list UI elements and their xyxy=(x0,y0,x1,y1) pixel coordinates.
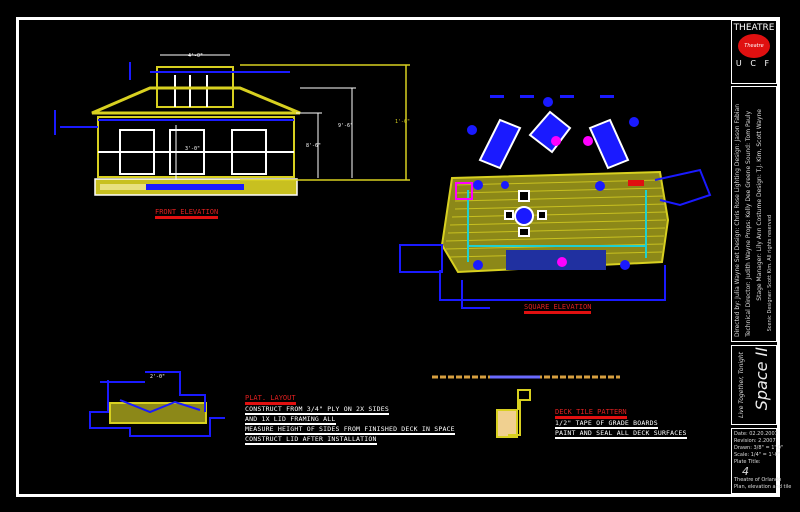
theatre-logo: Theatre xyxy=(738,34,770,58)
square-elevation xyxy=(399,95,712,309)
dimension-label: 4'-0" xyxy=(188,53,203,59)
platform-layout xyxy=(89,371,225,437)
platform-note: MEASURE HEIGHT OF SIDES FROM FINISHED DE… xyxy=(245,425,455,435)
footer-line: Plan, elevation and tile xyxy=(734,484,792,490)
front-elevation: 4'-0" 9'-6" 8'-6" 1'-6" xyxy=(54,53,410,196)
dimension-label: 9'-6" xyxy=(338,123,353,129)
platform-note: CONSTRUCT LID AFTER INSTALLATION xyxy=(245,435,377,445)
info-line: Drawn: 3/8" = 1'-0" xyxy=(734,445,784,451)
square-elevation-title: SQUARE ELEVATION xyxy=(524,303,592,314)
platform-note: CONSTRUCT FROM 3/4" PLY ON 2X SIDES xyxy=(245,405,389,415)
plate-number: 4 xyxy=(742,465,749,478)
platform-notes-title: PLAT. LAYOUT xyxy=(245,394,296,405)
info-line: Revision: 2.2007 xyxy=(734,438,776,444)
platform-note: AND 1X LID FRAMING ALL xyxy=(245,415,336,425)
dimension-label: 8'-6" xyxy=(306,143,321,149)
credit-line: Technical Director: Judith Wayne Props: … xyxy=(745,111,752,337)
credits-panel: Directed by: Julia Wayne Set Design: Chr… xyxy=(731,86,777,342)
deck-tile-pattern xyxy=(432,375,620,438)
school-label: U C F xyxy=(735,59,773,68)
credit-line: Stage Manager: Lily Ann Costume Design: … xyxy=(756,109,763,301)
credit-line: Directed by: Julia Wayne Set Design: Chr… xyxy=(734,103,741,337)
drawing-border xyxy=(16,17,780,497)
tile-note: PAINT AND SEAL ALL DECK SURFACES xyxy=(555,429,687,439)
tile-note: 1/2" TAPE OF GRADE BOARDS xyxy=(555,419,658,429)
plate-info-panel: Date: 02.20.2007 Revision: 2.2007 Drawn:… xyxy=(731,428,792,494)
tile-notes-title: DECK TILE PATTERN xyxy=(555,408,627,419)
theatre-label: THEATRE xyxy=(733,23,775,33)
show-subtitle: Live Together, Tonight xyxy=(738,352,745,418)
title-block-logo: THEATRE Theatre U C F xyxy=(731,20,777,84)
info-line: Scale: 1/4" = 1'-0" xyxy=(734,452,781,458)
credit-line: Scenic Designer: Scott Kim. All rights r… xyxy=(767,214,773,331)
show-title-panel: Live Together, Tonight Space II xyxy=(731,345,777,425)
dimension-label: 1'-6" xyxy=(395,119,410,125)
footer-line: Theatre of Orlando xyxy=(734,477,782,483)
info-line: Date: 02.20.2007 xyxy=(734,431,778,437)
front-elevation-title: FRONT ELEVATION xyxy=(155,208,219,219)
info-line: Plate Title: xyxy=(734,459,761,465)
show-title: Space II xyxy=(752,346,771,410)
